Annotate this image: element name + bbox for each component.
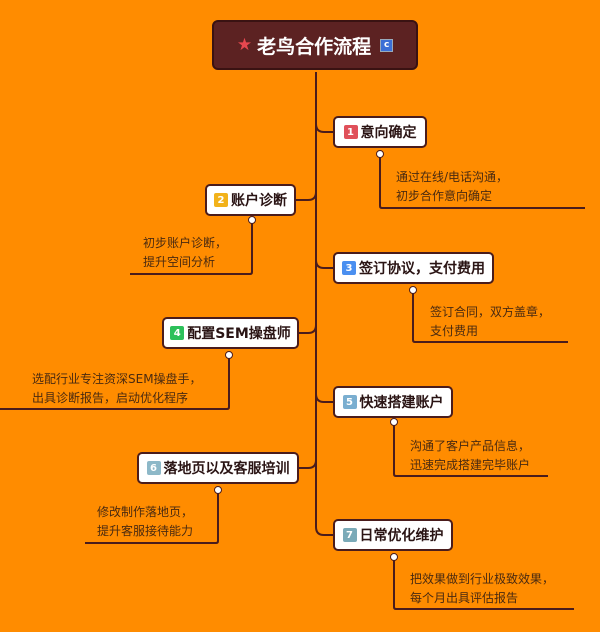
collapse-toggle[interactable] — [409, 286, 417, 294]
note-1[interactable]: 通过在线/电话沟通， 初步合作意向确定 — [396, 168, 508, 206]
note-line: 每个月出具评估报告 — [410, 591, 519, 605]
note-line: 迅速完成搭建完毕账户 — [410, 458, 531, 472]
node-label: 配置SEM操盘师 — [187, 326, 291, 342]
number-badge: 7 — [342, 528, 357, 542]
note-line: 选配行业专注资深SEM操盘手， — [32, 372, 202, 386]
note-3[interactable]: 签订合同，双方盖章， 支付费用 — [430, 303, 550, 341]
node-label: 签订协议，支付费用 — [359, 261, 485, 277]
note-line: 沟通了客户产品信息， — [410, 439, 531, 453]
note-5[interactable]: 沟通了客户产品信息， 迅速完成搭建完毕账户 — [410, 437, 530, 475]
collapse-toggle[interactable] — [390, 418, 398, 426]
note-line: 把效果做到行业极致效果， — [410, 572, 555, 586]
node-label: 日常优化维护 — [359, 528, 444, 544]
note-2[interactable]: 初步账户诊断， 提升空间分析 — [143, 234, 227, 272]
number-badge: 3 — [342, 261, 356, 275]
note-line: 提升客服接待能力 — [97, 524, 194, 538]
note-line: 出具诊断报告，启动优化程序 — [32, 391, 189, 405]
note-4[interactable]: 选配行业专注资深SEM操盘手， 出具诊断报告，启动优化程序 — [32, 370, 202, 408]
note-6[interactable]: 修改制作落地页， 提升客服接待能力 — [97, 503, 193, 541]
number-badge: 2 — [214, 193, 228, 207]
collapse-toggle[interactable] — [225, 351, 233, 359]
collapse-toggle[interactable] — [214, 486, 222, 494]
note-line: 初步合作意向确定 — [396, 189, 493, 203]
note-line: 修改制作落地页， — [97, 505, 194, 519]
note-line: 提升空间分析 — [143, 255, 216, 269]
root-title[interactable]: ★ 老鸟合作流程 c — [212, 20, 418, 70]
note-line: 通过在线/电话沟通， — [396, 170, 509, 184]
note-line: 初步账户诊断， — [143, 236, 228, 250]
node-label: 落地页以及客服培训 — [163, 461, 290, 477]
note-7[interactable]: 把效果做到行业极致效果， 每个月出具评估报告 — [410, 570, 554, 608]
node-label: 快速搭建账户 — [359, 395, 444, 411]
note-line: 支付费用 — [430, 324, 479, 338]
number-badge: 1 — [343, 125, 358, 139]
note-line: 签订合同，双方盖章， — [430, 305, 551, 319]
number-badge: 4 — [170, 326, 185, 340]
node-label: 意向确定 — [360, 125, 417, 141]
collapse-toggle[interactable] — [390, 553, 398, 561]
collapse-toggle[interactable] — [376, 150, 384, 158]
c-badge-icon: c — [380, 38, 394, 52]
title-text: 老鸟合作流程 — [257, 35, 372, 58]
collapse-toggle[interactable] — [248, 216, 256, 224]
star-icon: ★ — [236, 35, 253, 55]
number-badge: 6 — [146, 461, 161, 475]
node-label: 账户诊断 — [231, 193, 287, 209]
number-badge: 5 — [342, 395, 357, 409]
